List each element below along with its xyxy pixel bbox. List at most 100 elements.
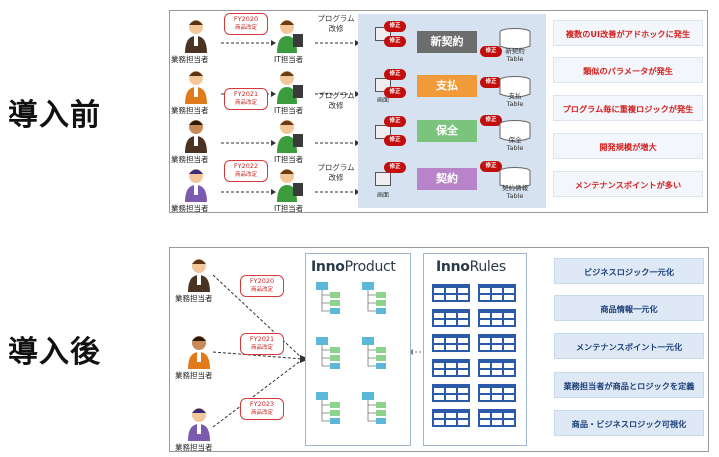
fix-badge: 修正 xyxy=(480,46,502,57)
screen-icon xyxy=(375,172,391,186)
it-caption: IT担当者 xyxy=(274,55,304,64)
fy-year: FY2021 xyxy=(233,90,259,98)
db-suffix: Table xyxy=(506,192,524,200)
issue-item: プログラム毎に重複ロジックが発生 xyxy=(553,95,703,121)
it-person-icon xyxy=(277,20,303,53)
program-caption: プログラム改修 xyxy=(316,91,356,111)
person-caption: 業務担当者 xyxy=(171,155,209,164)
issue-item: 類似のパラメータが発生 xyxy=(553,57,703,83)
db-name: 新契約 xyxy=(505,47,525,55)
business-person-icon xyxy=(185,20,207,53)
screen-caption: 画面 xyxy=(377,192,390,199)
fy-sub: 商品改定 xyxy=(234,25,257,31)
issue-item: 開発規模が増大 xyxy=(553,133,703,159)
fix-badge: 修正 xyxy=(384,135,406,146)
program-caption-line1: プログラム xyxy=(317,163,355,172)
program-caption-line2: 改修 xyxy=(328,173,344,182)
it-caption: IT担当者 xyxy=(274,155,304,164)
module-box: 新契約 xyxy=(417,31,477,53)
fix-badge: 修正 xyxy=(384,116,406,127)
fix-badge: 修正 xyxy=(480,77,502,88)
fy-year: FY2020 xyxy=(249,277,275,285)
fy-year: FY2023 xyxy=(249,400,275,408)
database-icon xyxy=(499,28,531,50)
module-box: 保全 xyxy=(417,120,477,142)
fy-sub: 商品改定 xyxy=(250,287,273,293)
person-caption: 業務担当者 xyxy=(171,204,209,213)
benefit-item: ビジネスロジック一元化 xyxy=(554,258,704,284)
business-person-icon xyxy=(185,71,207,104)
business-person-icon xyxy=(188,259,210,292)
fy-badge: FY2023 商品改定 xyxy=(240,398,284,420)
it-caption: IT担当者 xyxy=(274,106,304,115)
innorules-logo: InnoRules xyxy=(436,259,506,275)
db-name: 支払 xyxy=(508,92,522,100)
fy-year: FY2022 xyxy=(233,162,259,170)
benefit-item: 商品・ビジネスロジック可視化 xyxy=(554,410,704,436)
person-caption: 業務担当者 xyxy=(175,371,213,380)
business-person-icon xyxy=(185,120,207,153)
fy-badge: FY2021 商品改定 xyxy=(240,333,284,355)
innoproduct-logo-light: Product xyxy=(344,259,396,275)
innoproduct-logo: InnoProduct xyxy=(311,259,396,275)
fix-badge: 修正 xyxy=(384,162,406,173)
fy-badge: FY2022 商品改定 xyxy=(224,160,268,182)
db-suffix: Table xyxy=(506,55,524,63)
business-person-icon xyxy=(185,169,207,202)
it-person-icon xyxy=(277,120,303,153)
program-caption: プログラム改修 xyxy=(316,14,356,34)
issue-item: 複数のUI改善がアドホックに発生 xyxy=(553,20,703,46)
person-caption: 業務担当者 xyxy=(171,106,209,115)
program-caption: プログラム改修 xyxy=(316,163,356,183)
db-name: 契約情報 xyxy=(502,184,528,192)
database-icon xyxy=(499,167,531,189)
fix-badge: 修正 xyxy=(480,115,502,126)
innorules-table-icons xyxy=(432,284,516,427)
fy-sub: 商品改定 xyxy=(250,345,273,351)
business-person-icon xyxy=(188,336,210,369)
after-label: 導入後 xyxy=(8,335,101,370)
business-person-icon xyxy=(188,408,210,441)
person-caption: 業務担当者 xyxy=(175,294,213,303)
person-caption: 業務担当者 xyxy=(171,55,209,64)
it-person-icon xyxy=(277,169,303,202)
fix-badge: 修正 xyxy=(384,87,406,98)
fix-badge: 修正 xyxy=(480,161,502,172)
benefit-item: 商品情報一元化 xyxy=(554,295,704,321)
fix-badge: 修正 xyxy=(384,21,406,32)
before-label: 導入前 xyxy=(8,98,101,133)
db-suffix: Table xyxy=(506,144,524,152)
program-caption-line2: 改修 xyxy=(328,101,344,110)
innoproduct-logo-bold: Inno xyxy=(311,259,345,275)
person-caption: 業務担当者 xyxy=(175,443,213,452)
issue-item: メンテナンスポイントが多い xyxy=(553,171,703,197)
db-suffix: Table xyxy=(506,100,524,108)
module-box: 支払 xyxy=(417,75,477,97)
screen-caption: 画面 xyxy=(377,97,390,104)
program-caption-line1: プログラム xyxy=(317,91,355,100)
fix-badge: 修正 xyxy=(384,36,406,47)
database-icon xyxy=(499,76,531,98)
db-name: 保全 xyxy=(508,136,522,144)
fy-sub: 商品改定 xyxy=(234,172,257,178)
program-caption-line1: プログラム xyxy=(317,14,355,23)
fy-year: FY2021 xyxy=(249,335,275,343)
innorules-logo-bold: Inno xyxy=(436,259,470,275)
benefit-item: メンテナンスポイント一元化 xyxy=(554,333,704,359)
fy-badge: FY2021 商品改定 xyxy=(224,88,268,110)
fy-sub: 商品改定 xyxy=(234,100,257,106)
it-person-icon xyxy=(277,71,303,104)
fy-sub: 商品改定 xyxy=(250,410,273,416)
benefit-item: 業務担当者が商品とロジックを定義 xyxy=(554,372,704,398)
module-box: 契約 xyxy=(417,168,477,190)
innorules-logo-light: Rules xyxy=(469,259,507,275)
fy-badge: FY2020 商品改定 xyxy=(240,275,284,297)
program-caption-line2: 改修 xyxy=(328,24,344,33)
innoproduct-tree-icons xyxy=(315,281,387,425)
fix-badge: 修正 xyxy=(384,69,406,80)
